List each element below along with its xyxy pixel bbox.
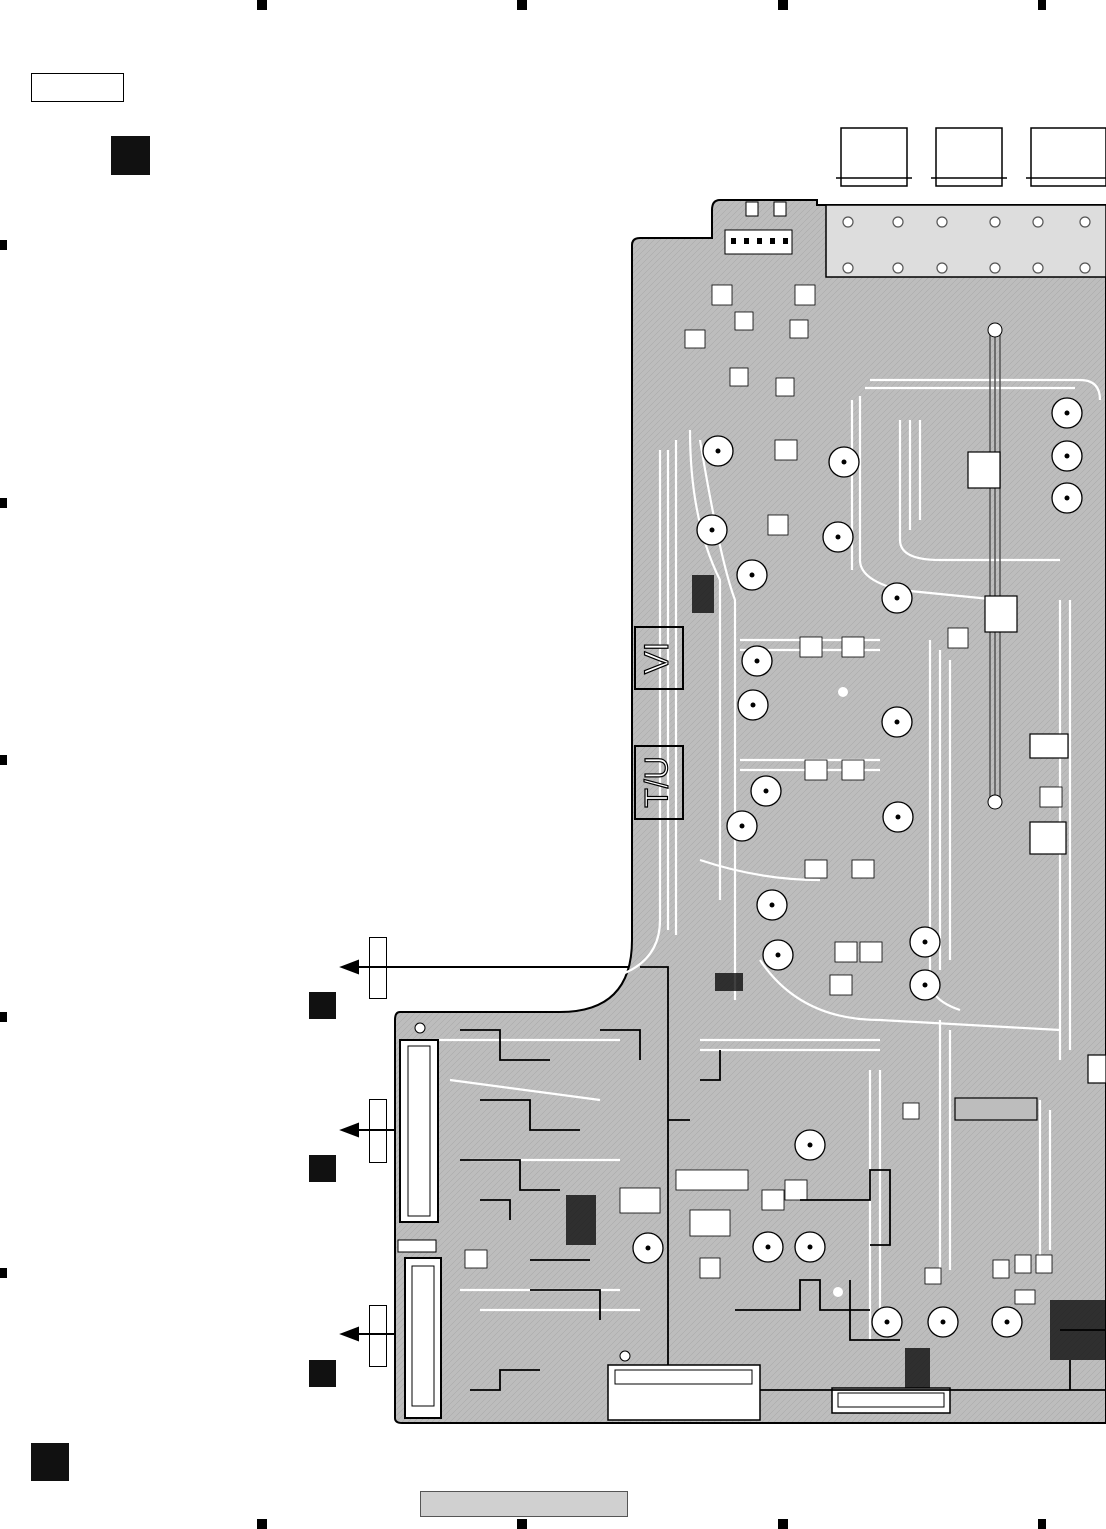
- silkscreen-tu: T/U: [638, 756, 674, 808]
- connector-bottom-2: [832, 1388, 950, 1413]
- connector-left-lower: [405, 1258, 441, 1418]
- connector-left-upper: [400, 1040, 438, 1222]
- footer-bar: [420, 1491, 628, 1517]
- rca-jack-group: [836, 128, 1106, 186]
- connector-bottom-1: [608, 1365, 760, 1420]
- tuner-block: [826, 205, 1106, 277]
- silkscreen-vi: VI: [638, 642, 676, 674]
